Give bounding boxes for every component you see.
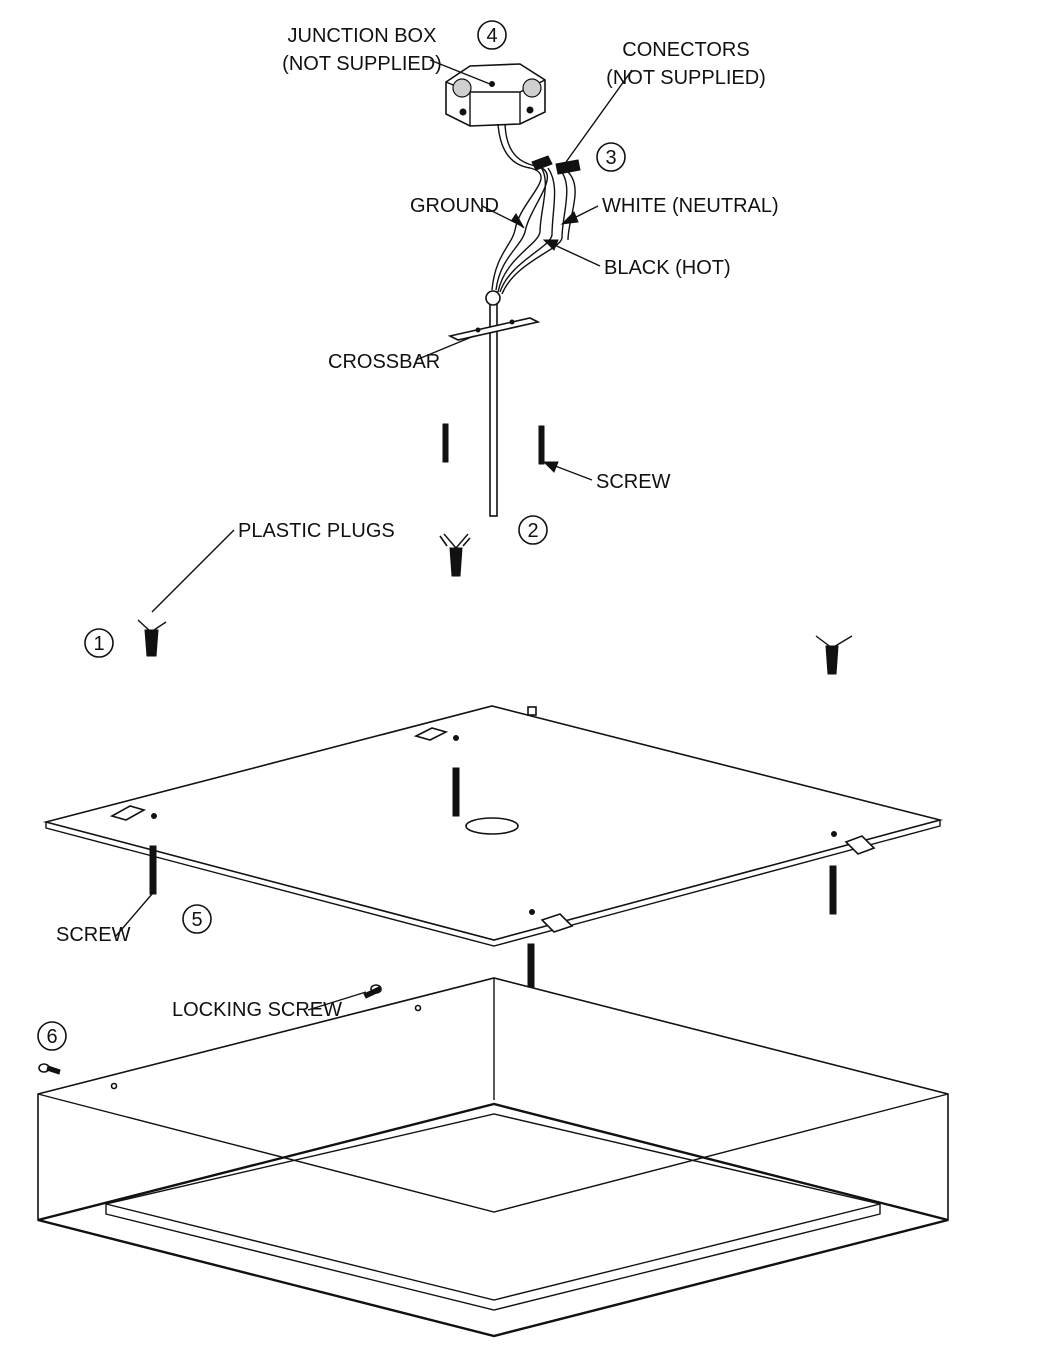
screw-left-top [442,423,449,463]
screw-plate-center [452,767,460,817]
step-3-number: 3 [605,147,616,169]
ground-label: GROUND [410,195,499,217]
conectors-label-line1: CONECTORS [622,39,749,61]
step-6-marker: 6 [37,1021,67,1051]
screw-bottom-label: SCREW [56,924,131,946]
label-junction-box: JUNCTION BOX (NOT SUPPLIED) [282,25,442,75]
screw-right-top [538,425,545,465]
wires [491,123,576,295]
fixture-housing [37,977,949,1338]
plastic-plug-left [137,619,167,657]
mounting-plate [42,705,944,947]
junction-box-label-line1: JUNCTION BOX [288,25,437,47]
screw-plate-bottom [527,943,535,989]
step-5-number: 5 [191,909,202,931]
crossbar-label: CROSSBAR [328,351,440,373]
screw-plate-left [149,845,157,895]
step-4-number: 4 [486,25,497,47]
locking-screw [363,984,382,999]
crossbar-assembly [447,290,541,517]
step-1-number: 1 [93,633,104,655]
step-2-marker: 2 [518,515,548,545]
step-5-marker: 5 [182,904,212,934]
locking-screw-label: LOCKING SCREW [172,999,342,1021]
step-1-marker: 1 [84,628,114,658]
plastic-plugs-label: PLASTIC PLUGS [238,520,395,542]
leader-lines [115,59,633,1011]
white-neutral-label: WHITE (NEUTRAL) [602,195,779,217]
plastic-plug-right [815,635,853,675]
step-6-number: 6 [46,1026,57,1048]
label-conectors: CONECTORS (NOT SUPPLIED) [606,39,766,89]
step-3-marker: 3 [596,142,626,172]
junction-box [445,63,546,127]
wire-connectors [531,155,581,175]
screw-plate-right [829,865,837,915]
junction-box-label-line2: (NOT SUPPLIED) [282,53,442,75]
step-2-number: 2 [527,520,538,542]
black-hot-label: BLACK (HOT) [604,257,731,279]
locking-screw-step6 [38,1063,61,1075]
step-4-marker: 4 [477,20,507,50]
plastic-plug-center [439,533,471,577]
conectors-label-line2: (NOT SUPPLIED) [606,67,766,89]
screw-top-label: SCREW [596,471,671,493]
